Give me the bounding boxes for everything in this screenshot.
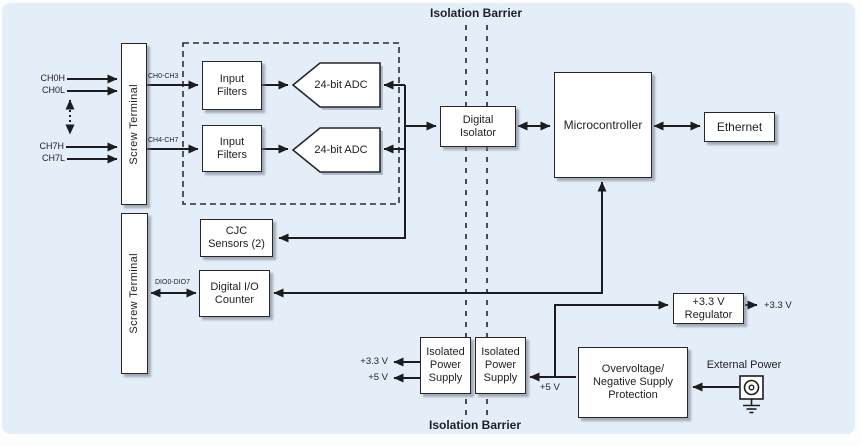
block-overvoltage-protection: Overvoltage/ Negative Supply Protection [578, 347, 688, 418]
isolation-barrier-label-top: Isolation Barrier [429, 6, 523, 20]
block-screw-terminal-top: Screw Terminal [121, 43, 147, 205]
label-ch7h: CH7H [39, 141, 64, 151]
block-ethernet: Ethernet [704, 112, 775, 142]
block-microcontroller: Microcontroller [554, 72, 652, 178]
wire-5v-to-regulator [554, 300, 669, 377]
wires [65, 74, 758, 392]
block-input-filters-top: Input Filters [202, 61, 262, 110]
external-power-connector-icon [739, 375, 764, 414]
label-supply-out-5v: +5 V [368, 372, 388, 383]
block-cjc-sensors: CJC Sensors (2) [200, 219, 273, 257]
label-supply-in-5v: +5 V [540, 382, 560, 393]
wire-mcu-dio-counter [273, 181, 607, 298]
block-3v3-regulator: +3.3 V Regulator [673, 293, 744, 324]
adc2-shape [291, 127, 381, 173]
label-regulator-out-3v3: +3.3 V [764, 300, 792, 311]
label-supply-out-3v3: +3.3 V [360, 356, 388, 367]
label-ch0-ch3: CH0-CH3 [148, 73, 179, 80]
adc-shapes [291, 62, 383, 175]
block-adc-bottom: 24-bit ADC [314, 144, 368, 156]
block-screw-terminal-bottom: Screw Terminal [121, 213, 148, 374]
block-adc-top: 24-bit ADC [314, 79, 368, 91]
block-isolated-supply-left: Isolated Power Supply [420, 337, 471, 394]
screw-terminal-top-label: Screw Terminal [127, 83, 140, 165]
block-dio-counter: Digital I/O Counter [199, 270, 270, 317]
isolation-barrier-label-bottom: Isolation Barrier [428, 418, 522, 432]
screw-terminal-bottom-label: Screw Terminal [128, 253, 141, 334]
block-isolated-supply-right: Isolated Power Supply [475, 337, 526, 394]
label-ch0l: CH0L [41, 85, 65, 95]
label-ch0h: CH0H [40, 73, 65, 83]
block-input-filters-bottom: Input Filters [202, 125, 262, 172]
label-dio0-dio7: DIO0-DIO7 [155, 279, 191, 286]
label-ch4-ch7: CH4-CH7 [148, 137, 179, 144]
label-ch7l: CH7L [41, 153, 65, 163]
label-external-power: External Power [706, 359, 782, 371]
block-digital-isolator: Digital Isolator [440, 106, 516, 147]
adc1-shape [291, 62, 381, 108]
